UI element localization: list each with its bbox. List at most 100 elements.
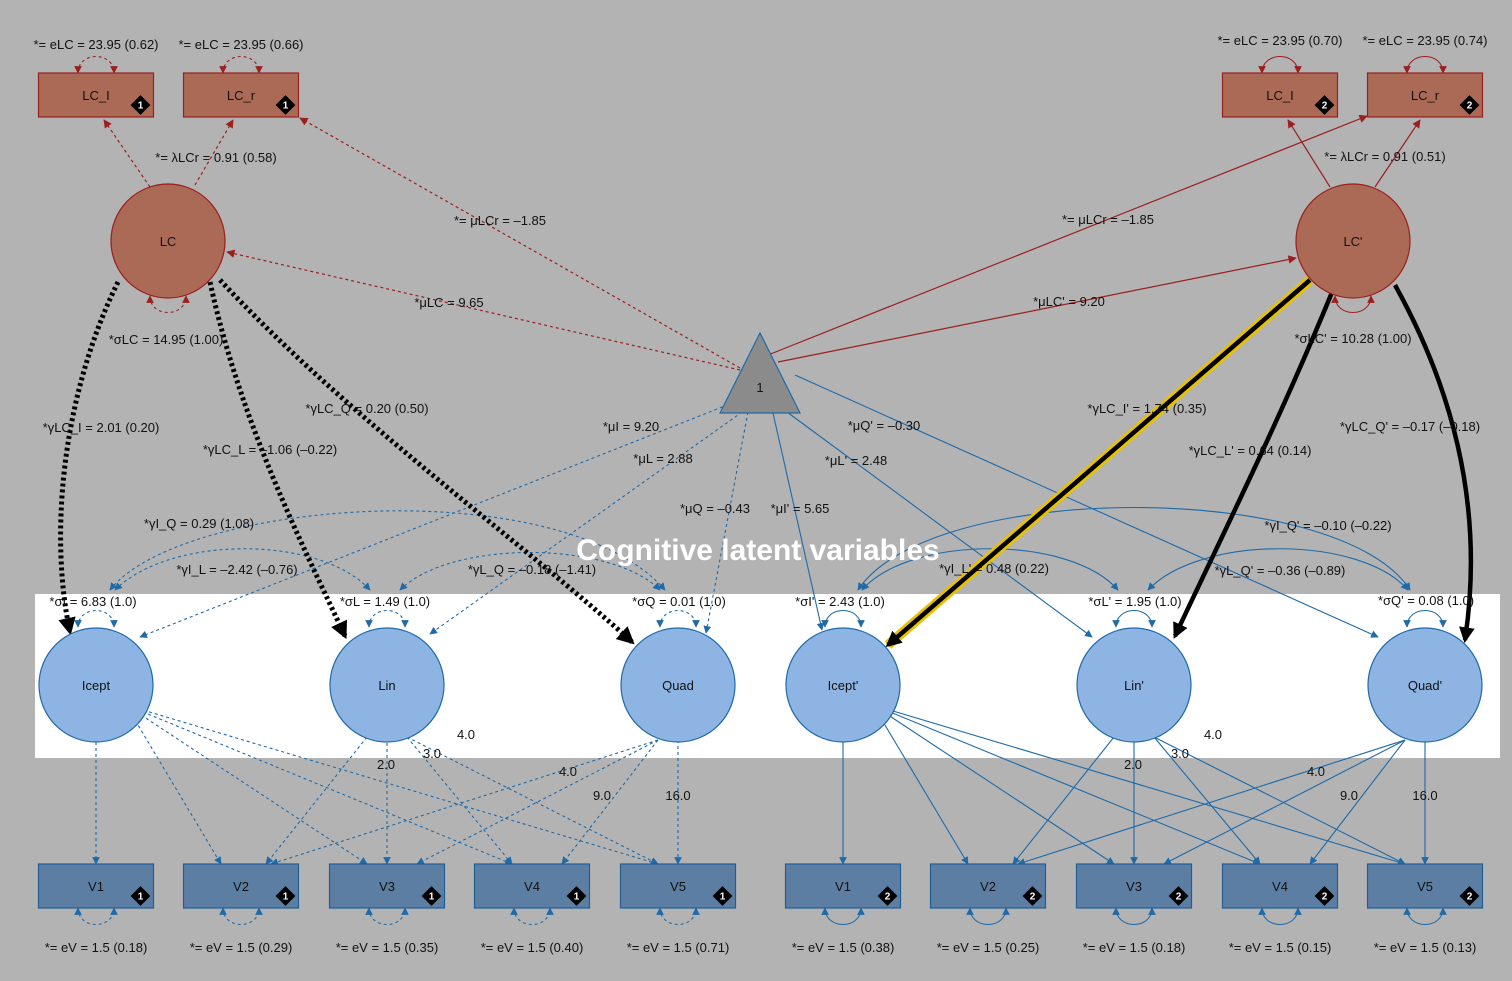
loading-icept-v2-edge[interactable] bbox=[125, 704, 222, 865]
variance-loop-lc_1[interactable] bbox=[146, 295, 190, 313]
node-v1-2[interactable] bbox=[784, 863, 902, 909]
edge-label-mulcr-2[interactable]: *= μLCr = –1.85 bbox=[1062, 212, 1154, 227]
mean-quad-edge[interactable] bbox=[703, 411, 749, 634]
edge-label-load-quad-v5-2[interactable]: 16.0 bbox=[1412, 788, 1437, 803]
node-icept-2[interactable] bbox=[785, 627, 901, 743]
edge-label-mui-1[interactable]: *μI = 9.20 bbox=[603, 419, 659, 434]
edge-label-load-lin-v5-2[interactable]: 4.0 bbox=[1204, 727, 1222, 742]
edge-label-sigmai-1[interactable]: *σI = 6.83 (1.0) bbox=[49, 594, 136, 609]
edge-label-gamma-lcq-1[interactable]: *γLC_Q = 0.20 (0.50) bbox=[305, 401, 428, 416]
loading-quad-v4-edge[interactable] bbox=[561, 739, 659, 865]
edge-label-gamma-lcl-2[interactable]: *γLC_L' = 0.64 (0.14) bbox=[1189, 443, 1312, 458]
edge-label-gamma-lq-1[interactable]: *γL_Q = –0.18 (–1.41) bbox=[468, 562, 596, 577]
edge-label-mulc-2[interactable]: *μLC' = 9.20 bbox=[1033, 294, 1105, 309]
edge-label-ev-v1-2[interactable]: *= eV = 1.5 (0.38) bbox=[792, 940, 895, 955]
variance-loop-v2_1[interactable] bbox=[219, 907, 263, 925]
edge-label-ev-v3-1[interactable]: *= eV = 1.5 (0.35) bbox=[336, 940, 439, 955]
mean-lcr2-edge[interactable] bbox=[767, 114, 1368, 356]
loading-lc-lcr-edge[interactable] bbox=[194, 119, 234, 186]
variance-loop-v4_1[interactable] bbox=[510, 907, 554, 925]
edge-label-load-lin-v5-1[interactable]: 4.0 bbox=[457, 727, 475, 742]
edge-label-mulcr-1[interactable]: *= μLCr = –1.85 bbox=[454, 213, 546, 228]
variance-loop-v5_2[interactable] bbox=[1403, 907, 1447, 925]
node-lc-r-1[interactable] bbox=[182, 72, 300, 118]
edge-label-gamma-lcl-1[interactable]: *γLC_L = –1.06 (–0.22) bbox=[203, 442, 337, 457]
edge-label-elc-i-1[interactable]: *= eLC = 23.95 (0.62) bbox=[33, 37, 158, 52]
variance-loop-icept_1[interactable] bbox=[74, 610, 118, 628]
edge-label-ev-v5-2[interactable]: *= eV = 1.5 (0.13) bbox=[1374, 940, 1477, 955]
variance-loop-lin_1[interactable] bbox=[365, 610, 409, 628]
variance-loop-quad_1[interactable] bbox=[656, 610, 700, 628]
constant-triangle[interactable] bbox=[719, 331, 801, 414]
selection-band[interactable] bbox=[35, 594, 1500, 758]
edge-label-muq-2[interactable]: *μQ' = –0.30 bbox=[848, 418, 921, 433]
loading-lin-v5-edge[interactable] bbox=[1153, 736, 1406, 865]
edge-label-gamma-lq-2[interactable]: *γL_Q' = –0.36 (–0.89) bbox=[1215, 563, 1346, 578]
cov-lc-lin-edge[interactable] bbox=[207, 281, 348, 640]
node-quad-2[interactable] bbox=[1367, 627, 1483, 743]
edge-label-sigmaq-1[interactable]: *σQ = 0.01 (1.0) bbox=[632, 594, 726, 609]
loading-icept-v3-edge[interactable] bbox=[872, 704, 1115, 865]
edge-label-load-quad-v5-1[interactable]: 16.0 bbox=[665, 788, 690, 803]
loading-lin-v2-edge[interactable] bbox=[1012, 736, 1115, 865]
edge-label-sigmalc-2[interactable]: *σLC' = 10.28 (1.00) bbox=[1294, 331, 1411, 346]
edge-label-mul-1[interactable]: *μL = 2.88 bbox=[633, 451, 692, 466]
edge-label-sigmal-2[interactable]: *σL' = 1.95 (1.0) bbox=[1088, 594, 1181, 609]
node-lin-1[interactable] bbox=[329, 627, 445, 743]
loading-icept-v5-edge[interactable] bbox=[872, 704, 1406, 866]
cov-lc2-quad2-edge[interactable] bbox=[1393, 283, 1475, 644]
node-v3-1[interactable] bbox=[328, 863, 446, 909]
node-v5-1[interactable] bbox=[619, 863, 737, 909]
variance-loop-lc_r_2[interactable] bbox=[1403, 56, 1447, 74]
edge-label-gamma-il-2[interactable]: *γI_L' = 0.48 (0.22) bbox=[939, 561, 1049, 576]
edge-label-sigmaq-2[interactable]: *σQ' = 0.08 (1.0) bbox=[1378, 593, 1474, 608]
edge-label-mul-2[interactable]: *μL' = 2.48 bbox=[825, 453, 887, 468]
mean-lin2-edge[interactable] bbox=[786, 411, 1093, 638]
variance-loop-lc_i_1[interactable] bbox=[74, 56, 118, 74]
edge-label-gamma-iq-2[interactable]: *γI_Q' = –0.10 (–0.22) bbox=[1264, 518, 1391, 533]
loading-lc-lci-edge[interactable] bbox=[103, 119, 151, 188]
cov-lc-quad-edge[interactable] bbox=[218, 278, 635, 645]
mean-lcr-edge[interactable] bbox=[299, 117, 741, 369]
edge-label-gamma-lci-1[interactable]: *γLC_I = 2.01 (0.20) bbox=[43, 420, 160, 435]
loading-lin-v5-edge[interactable] bbox=[406, 736, 659, 865]
variance-loop-quad_2[interactable] bbox=[1403, 610, 1447, 628]
variance-loop-lin_2[interactable] bbox=[1112, 610, 1156, 628]
loading-icept-v2-edge[interactable] bbox=[872, 704, 969, 865]
loading-icept-v4-edge[interactable] bbox=[872, 704, 1261, 865]
node-lc-i-2[interactable] bbox=[1221, 72, 1339, 118]
node-lc-i-1[interactable] bbox=[37, 72, 155, 118]
cov-icept-quad-edge[interactable] bbox=[109, 510, 666, 591]
cov-icept2-lin2-edge[interactable] bbox=[861, 548, 1119, 591]
edge-label-load-quad-v4-1[interactable]: 9.0 bbox=[593, 788, 611, 803]
variance-loop-v4_2[interactable] bbox=[1258, 907, 1302, 925]
variance-loop-lc_2[interactable] bbox=[1331, 295, 1375, 313]
cov-icept2-quad2-edge[interactable] bbox=[857, 506, 1411, 591]
loading-lc2-lci-edge[interactable] bbox=[1287, 119, 1331, 188]
loading-icept-v3-edge[interactable] bbox=[125, 704, 368, 865]
mean-icept2-edge[interactable] bbox=[772, 412, 825, 631]
variance-loop-v1_1[interactable] bbox=[74, 907, 118, 925]
node-lc-1[interactable] bbox=[110, 183, 226, 299]
node-lin-2[interactable] bbox=[1076, 627, 1192, 743]
edge-label-mulc-1[interactable]: *μLC = 9.65 bbox=[414, 295, 483, 310]
mean-lc-edge[interactable] bbox=[226, 249, 741, 371]
edge-label-ev-v2-1[interactable]: *= eV = 1.5 (0.29) bbox=[190, 940, 293, 955]
edge-label-ev-v4-2[interactable]: *= eV = 1.5 (0.15) bbox=[1229, 940, 1332, 955]
variance-loop-v5_1[interactable] bbox=[656, 907, 700, 925]
edge-label-gamma-il-1[interactable]: *γI_L = –2.42 (–0.76) bbox=[176, 562, 297, 577]
edge-label-lambda-2[interactable]: *= λLCr = 0.91 (0.51) bbox=[1324, 149, 1445, 164]
edge-label-elc-r-2[interactable]: *= eLC = 23.95 (0.74) bbox=[1362, 33, 1487, 48]
node-v4-2[interactable] bbox=[1221, 863, 1339, 909]
edge-label-load-quad-v4-2[interactable]: 9.0 bbox=[1340, 788, 1358, 803]
edge-label-gamma-iq-1[interactable]: *γI_Q = 0.29 (1.08) bbox=[144, 516, 254, 531]
loading-quad-v3-edge[interactable] bbox=[1163, 739, 1406, 865]
loading-lin-v4-edge[interactable] bbox=[1153, 736, 1261, 865]
node-v2-1[interactable] bbox=[182, 863, 300, 909]
edge-label-lambda-1[interactable]: *= λLCr = 0.91 (0.58) bbox=[155, 150, 276, 165]
edge-label-load-lin-v4-1[interactable]: 3.0 bbox=[423, 746, 441, 761]
node-v4-1[interactable] bbox=[473, 863, 591, 909]
edge-label-ev-v3-2[interactable]: *= eV = 1.5 (0.18) bbox=[1083, 940, 1186, 955]
variance-loop-v2_2[interactable] bbox=[966, 907, 1010, 925]
